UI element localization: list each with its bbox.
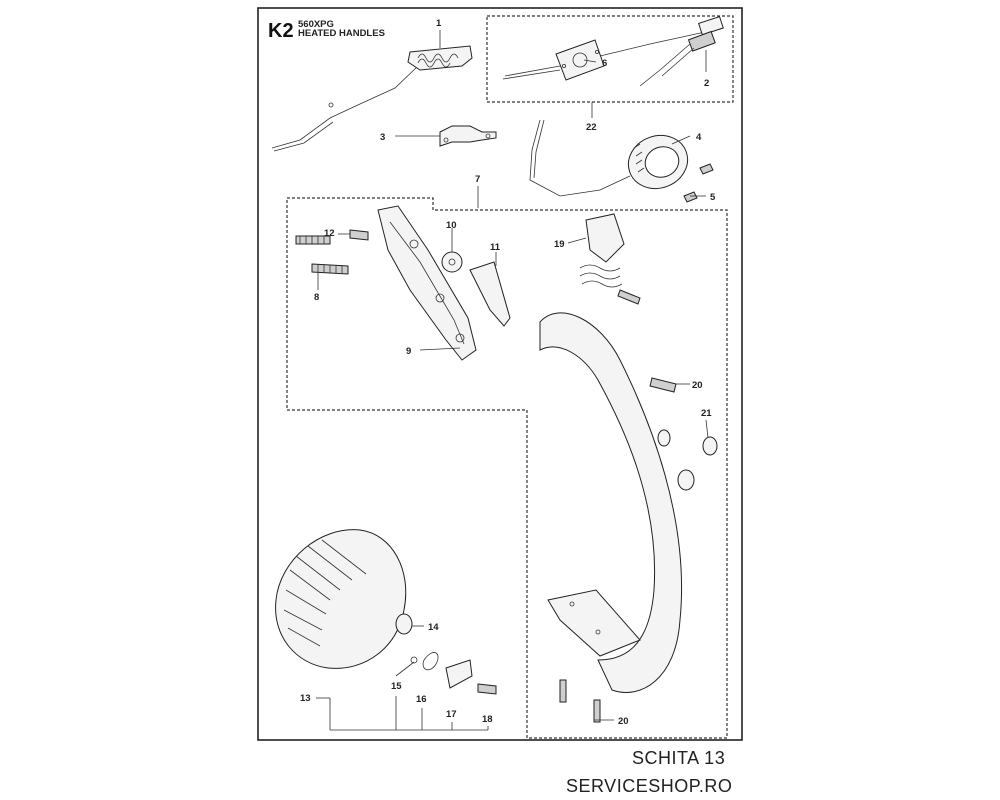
diagram-title: HEATED HANDLES [298, 28, 385, 39]
kit-7-outline [286, 197, 728, 739]
label-part-5: 5 [710, 192, 716, 203]
sheet-number: SCHITA 13 [632, 748, 726, 768]
model-name: 560XPG [298, 19, 334, 30]
label-part-3: 3 [380, 132, 385, 143]
rear-mount-part [579, 213, 641, 305]
label-part-20-lower: 20 [618, 716, 629, 727]
heating-element-part [271, 45, 473, 152]
diagram-code: K2 [268, 20, 294, 42]
switch-part [502, 15, 724, 87]
label-part-21: 21 [701, 408, 712, 419]
label-part-1: 1 [436, 18, 442, 29]
label-part-20-upper: 20 [692, 380, 703, 391]
clip-part [439, 125, 497, 147]
label-part-15: 15 [391, 681, 402, 692]
handle-housing-part [377, 205, 477, 361]
label-part-8: 8 [314, 292, 319, 303]
label-part-10: 10 [446, 220, 457, 231]
front-handle-bar [539, 312, 695, 693]
leader-lines [316, 30, 709, 731]
label-part-2: 2 [704, 78, 709, 89]
label-part-17: 17 [446, 709, 457, 720]
label-part-14: 14 [428, 622, 439, 633]
bolts-20-21 [559, 377, 718, 723]
handle-ring-part [529, 119, 714, 203]
label-part-22: 22 [586, 122, 597, 133]
label-part-7: 7 [475, 174, 480, 185]
site-name: SERVICESHOP.RO [566, 776, 733, 796]
label-part-12: 12 [324, 228, 335, 239]
label-part-18: 18 [482, 714, 493, 725]
label-part-19: 19 [554, 239, 565, 250]
diagram-frame [257, 7, 743, 741]
kit-22-outline [486, 15, 734, 103]
label-part-4: 4 [696, 132, 702, 143]
flywheel-part [275, 529, 497, 695]
label-part-13: 13 [300, 693, 311, 704]
label-part-11: 11 [490, 242, 501, 253]
label-part-6: 6 [602, 58, 607, 69]
trigger-parts [441, 251, 511, 327]
gasket-part [555, 39, 605, 81]
label-part-16: 16 [416, 694, 427, 705]
bolts-8-12 [295, 229, 369, 275]
label-part-9: 9 [406, 346, 411, 357]
